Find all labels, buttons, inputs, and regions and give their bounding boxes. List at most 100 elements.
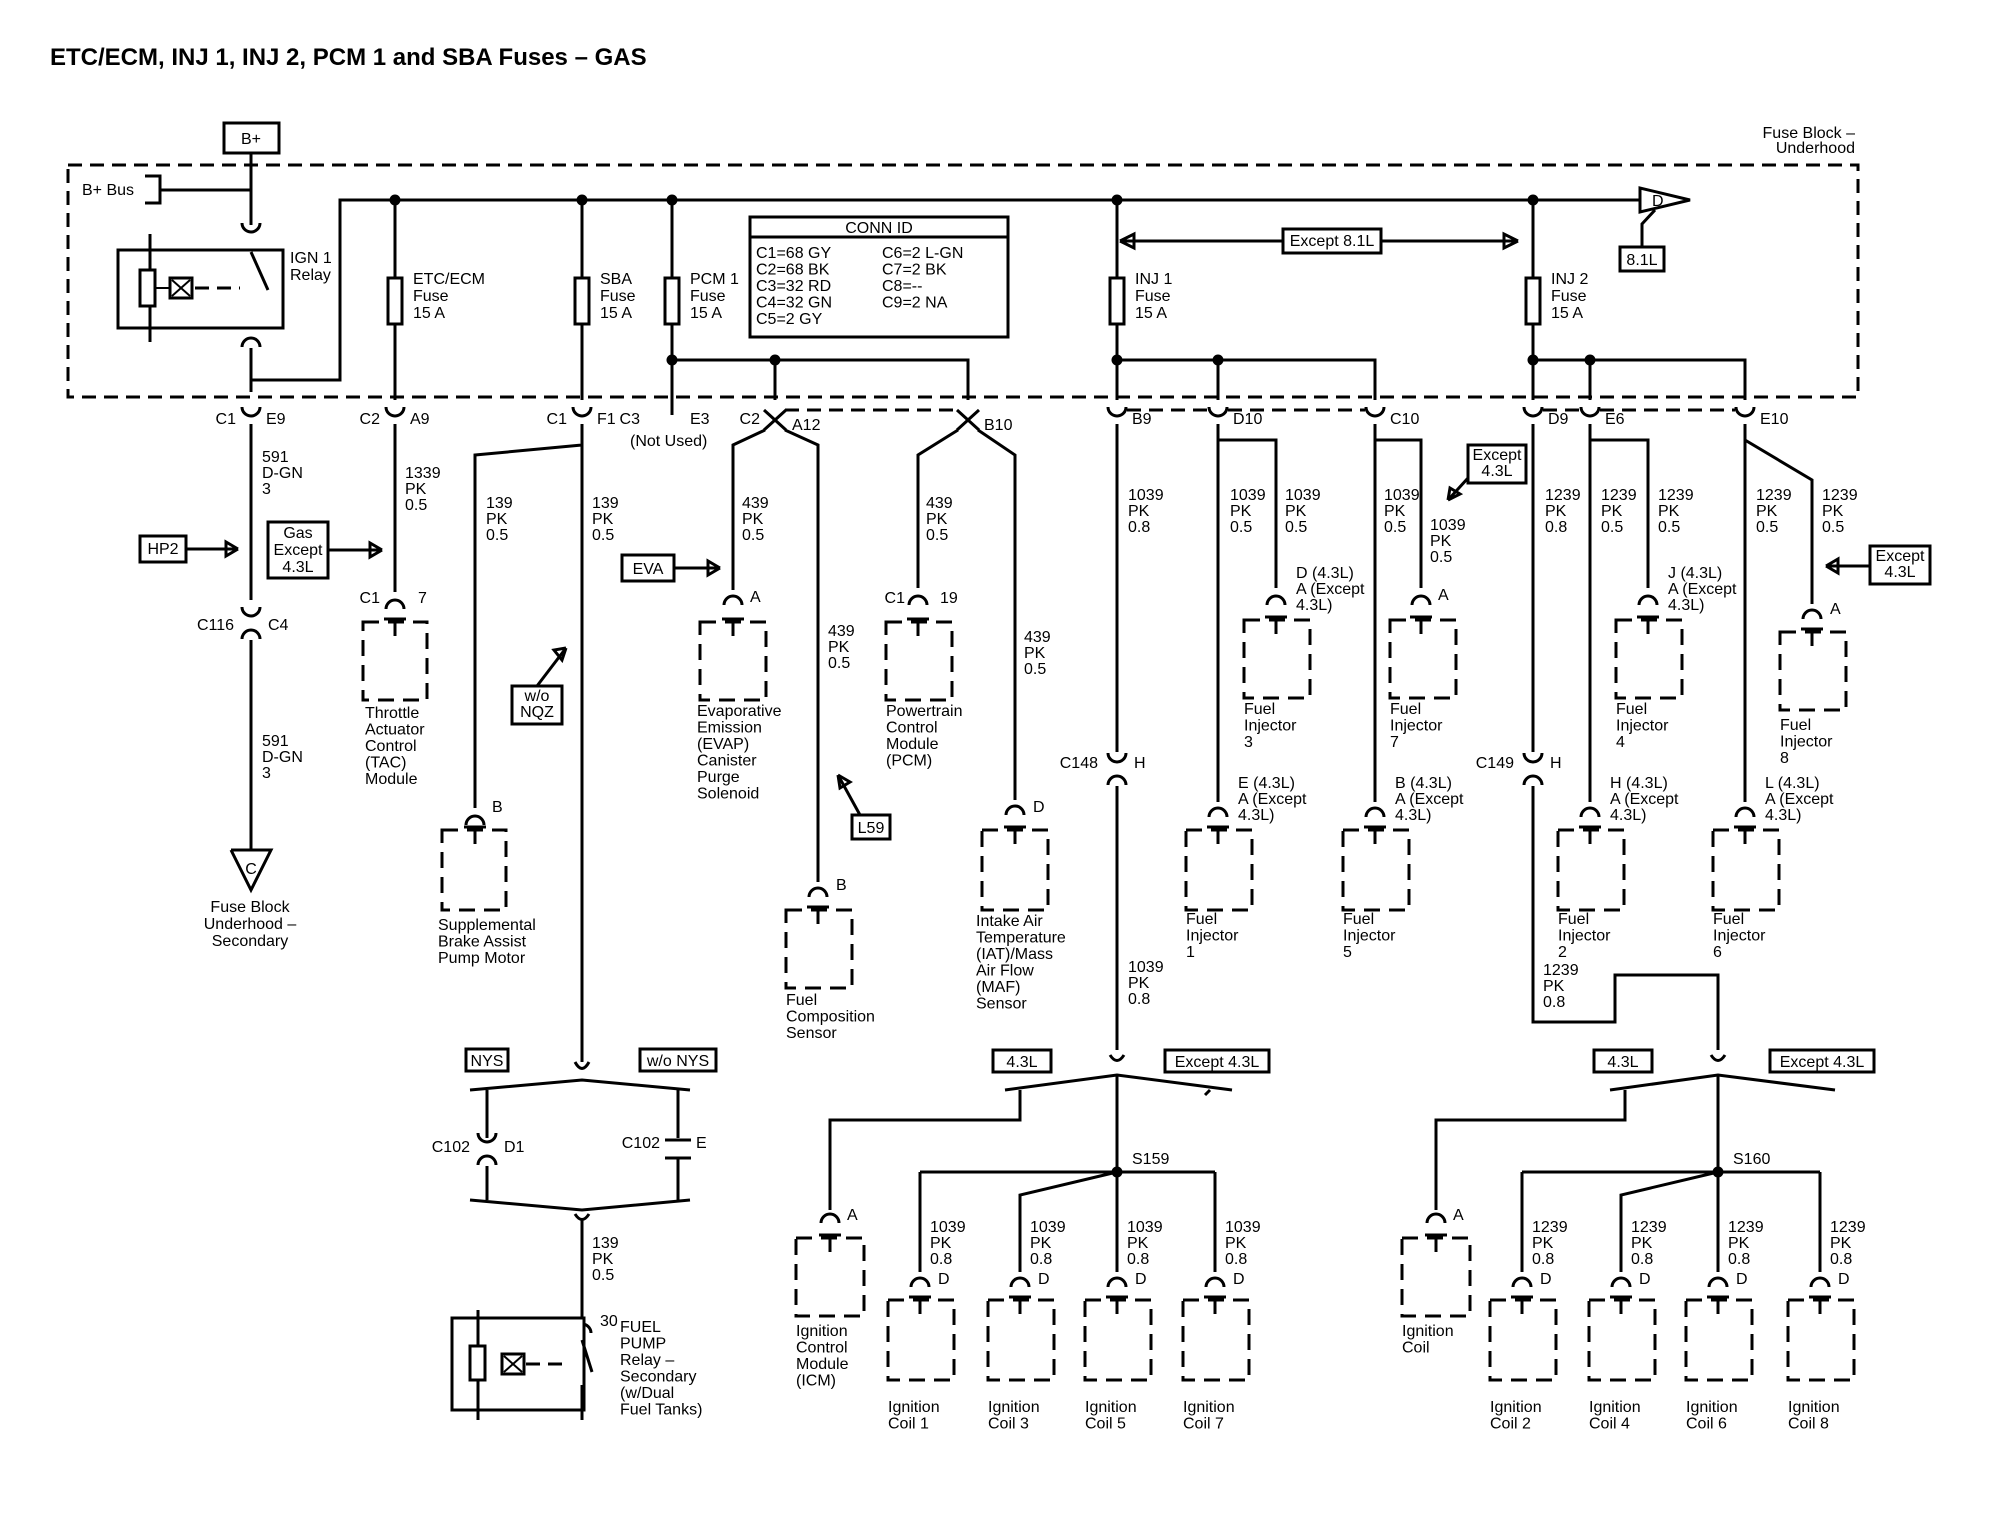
coil-odd-label-line: Coil 7	[1183, 1416, 1224, 1433]
splice-s159-label: S159	[1132, 1151, 1169, 1168]
l43b: 4.3L	[1607, 1054, 1638, 1071]
conn-f1: F1	[597, 411, 616, 428]
bplus-bus-bracket	[145, 174, 162, 205]
tac-label-line: Actuator	[365, 722, 425, 739]
wo-nqz-line: w/o	[524, 688, 550, 705]
wo-nqz-box	[510, 684, 564, 726]
wire	[171, 279, 191, 297]
fuse-label-line: Fuse	[1551, 288, 1587, 305]
connector-cup	[1106, 774, 1128, 786]
bplus-bus-label: B+ Bus	[82, 182, 134, 199]
pin-d: D	[1033, 799, 1045, 816]
inj5-label-line: 5	[1343, 944, 1352, 961]
pin-inj1-line: 4.3L)	[1238, 807, 1274, 824]
wire-1039f-line: 0.8	[1128, 991, 1150, 1008]
inj5-label-line: Injector	[1343, 928, 1396, 945]
wire-591b-line: 3	[262, 765, 271, 782]
wire	[1434, 1090, 1627, 1210]
fcs-label-line: Composition	[786, 1009, 875, 1026]
wire-439a-line: 439	[742, 495, 769, 512]
gas-except-line: 4.3L	[282, 559, 313, 576]
wire-439d-line: 439	[1024, 629, 1051, 646]
wire-ign-a-line: 1039	[930, 1219, 966, 1236]
fuse-block-connector	[240, 406, 262, 418]
fuse-0	[386, 276, 404, 326]
coil-odd-label-line: Ignition	[1183, 1399, 1235, 1416]
wire-1039d-line: 1039	[1384, 487, 1420, 504]
evap-label-line: Purge	[697, 769, 740, 786]
wire	[1531, 786, 1720, 1050]
conn-c1-7: C1	[360, 590, 381, 607]
inj7-label-line: Fuel	[1390, 701, 1421, 718]
sba-label-line: Supplemental	[438, 917, 536, 934]
wire	[1117, 358, 1377, 400]
wire-439d-line: PK	[1024, 645, 1046, 662]
inj3-label-line: Fuel	[1244, 701, 1275, 718]
fuse-label-line: PCM 1	[690, 271, 739, 288]
wire-1239e-line: 1239	[1822, 487, 1858, 504]
fuse-block-connector	[1207, 406, 1229, 418]
relay-label-line: IGN 1	[290, 250, 332, 267]
pin-inj3-line: 4.3L)	[1296, 597, 1332, 614]
conn-b10-label: B10	[984, 417, 1013, 434]
conn-30: 30	[600, 1313, 618, 1330]
wire-ign-b-line: PK	[1532, 1235, 1554, 1252]
conn-h1: H	[1134, 755, 1146, 772]
coil-even-label-line: Ignition	[1788, 1399, 1840, 1416]
offpage-d-label: D	[1652, 193, 1664, 210]
relay-contact-bottom	[240, 336, 262, 348]
wire-ign-a-line: PK	[1225, 1235, 1247, 1252]
wire	[836, 774, 862, 816]
inj3-label-line: Injector	[1244, 718, 1297, 735]
pin-d: D	[938, 1271, 950, 1288]
evap-label-line: Canister	[697, 753, 757, 770]
wire-1039a-line: 0.8	[1128, 519, 1150, 536]
offpage-c	[229, 848, 274, 894]
wire-1039e-line: 0.5	[1430, 549, 1452, 566]
conn-c4: C4	[268, 617, 289, 634]
gas-except-line: Gas	[283, 525, 312, 542]
fuse-3	[1108, 276, 1126, 326]
bus-b	[251, 198, 1640, 382]
fuse-block-label-line: Underhood	[1776, 140, 1855, 157]
pin-inj5-line: A (Except	[1395, 791, 1464, 808]
fuse-label-line: 15 A	[1551, 305, 1583, 322]
pin-a: A	[847, 1207, 858, 1224]
conn-id-right-line: C7=2 BK	[882, 262, 947, 279]
wire	[706, 558, 721, 578]
fuse-label-line: 15 A	[413, 305, 445, 322]
fpr-label-line: PUMP	[620, 1336, 666, 1353]
wire-591b-line: D-GN	[262, 749, 303, 766]
wire	[836, 773, 853, 791]
connector-cup	[1265, 594, 1287, 606]
l43a: 4.3L	[1006, 1054, 1037, 1071]
wire	[1533, 358, 1747, 400]
wire-1039b-line: 0.5	[1230, 519, 1252, 536]
except43a-box	[1466, 443, 1528, 485]
tag-81-box	[1618, 245, 1666, 273]
inj7-label-line: 7	[1390, 734, 1399, 751]
conn-b10	[955, 408, 981, 432]
coil-even-label-line: Coil 8	[1788, 1416, 1829, 1433]
fuse-block-connector	[1364, 406, 1386, 418]
inj1-label-line: Fuel	[1186, 911, 1217, 928]
iat-label-line: Temperature	[976, 930, 1066, 947]
connector-cup	[1809, 1276, 1831, 1288]
wire-1039b-line: PK	[1230, 503, 1252, 520]
wire	[1203, 1088, 1212, 1097]
wo-nqz-line: NQZ	[520, 704, 554, 721]
coil-even-label-line: Coil 4	[1589, 1416, 1630, 1433]
connector-cup	[1410, 594, 1432, 606]
wire-break	[1108, 1054, 1126, 1062]
connector-cup	[1734, 806, 1756, 818]
connector-cup	[722, 594, 744, 606]
tac-label-line: Throttle	[365, 705, 419, 722]
inj4-label-line: Fuel	[1616, 701, 1647, 718]
evap-label-line: Evaporative	[697, 703, 782, 720]
wire-1239a-line: 1239	[1545, 487, 1581, 504]
conn-e6: E6	[1605, 411, 1625, 428]
ex43b: Except 4.3L	[1780, 1054, 1865, 1071]
fuse-block-label-line: Fuse Block –	[1763, 125, 1856, 142]
wire-1039d-line: 0.5	[1384, 519, 1406, 536]
wire-ign-b-line: 1239	[1830, 1219, 1866, 1236]
